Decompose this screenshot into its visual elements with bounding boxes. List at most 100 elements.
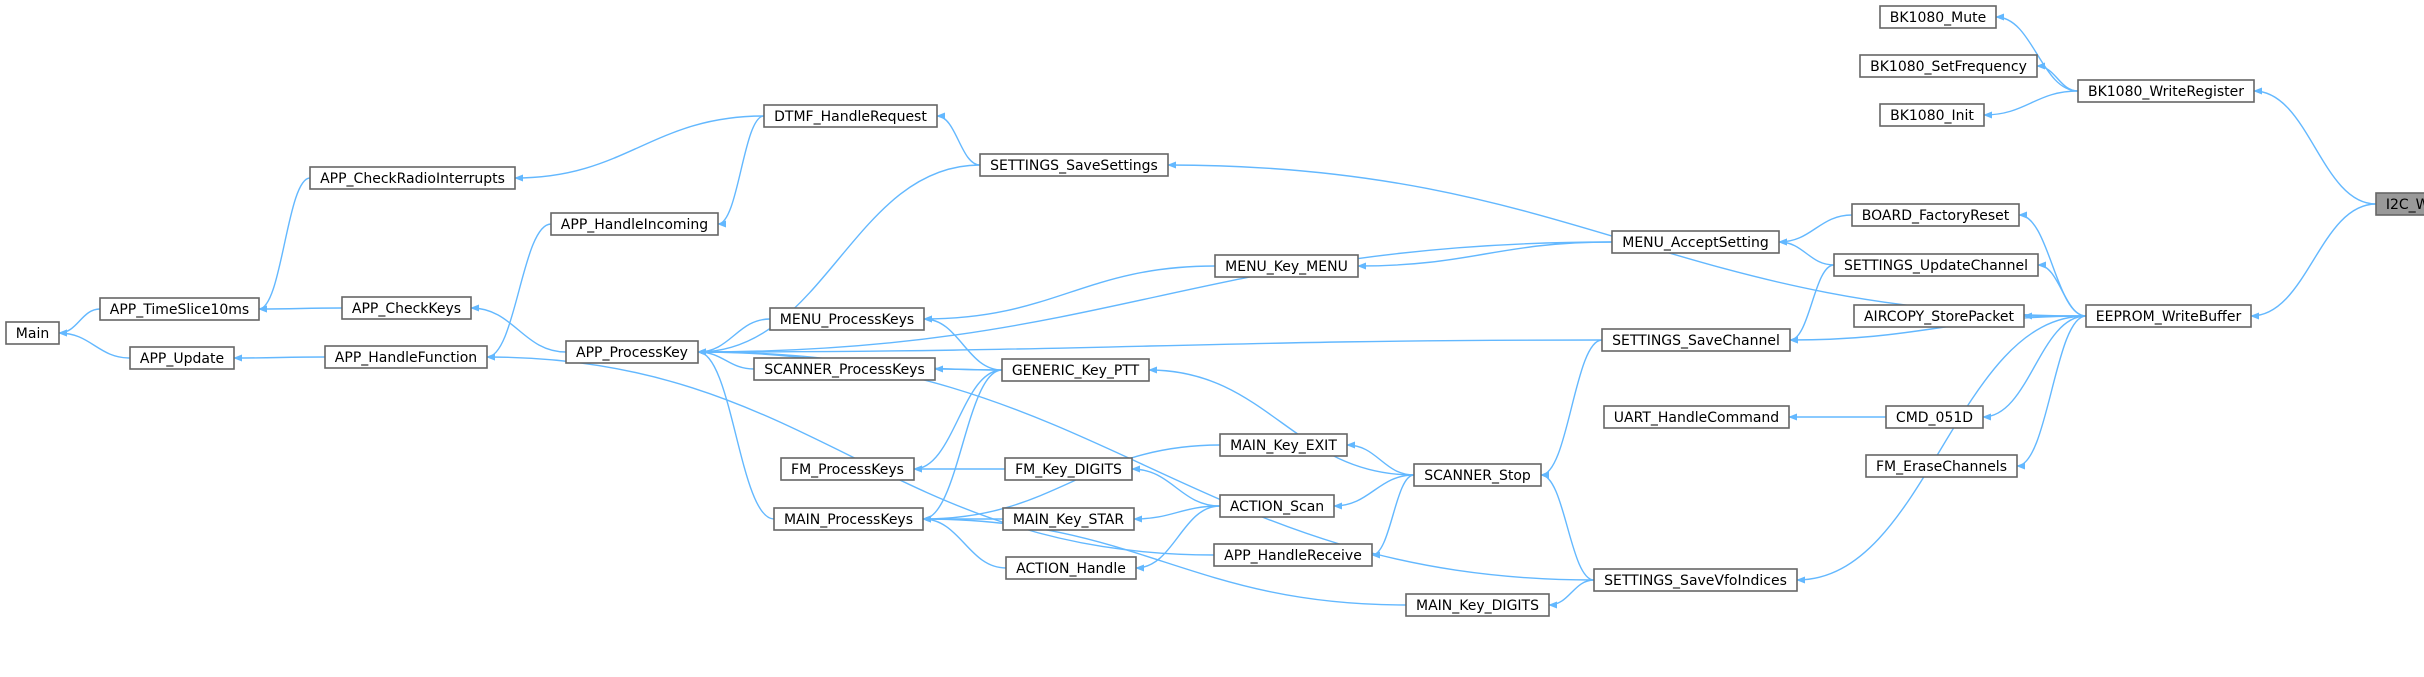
node-label: SETTINGS_SaveSettings [990, 158, 1158, 174]
node-box [1851, 203, 2020, 227]
node-menu-acceptsetting[interactable]: MENU_AcceptSetting [1611, 230, 1780, 254]
node-box [769, 307, 925, 331]
edge-settings_savesettings-to-app_processkey [697, 164, 981, 356]
node-box [324, 345, 488, 369]
node-settings-savesettings[interactable]: SETTINGS_SaveSettings [979, 153, 1169, 177]
node-label: APP_Update [140, 351, 224, 367]
node-scanner-processkeys[interactable]: SCANNER_ProcessKeys [753, 357, 936, 381]
node-label: ACTION_Handle [1016, 561, 1126, 577]
node-main-processkeys[interactable]: MAIN_ProcessKeys [773, 507, 924, 531]
edge-main_processkeys-to-app_processkey [697, 348, 775, 520]
edge-app_handleincoming-to-app_handlefunction [486, 223, 552, 361]
node-box [773, 507, 924, 531]
node-label: UART_HandleCommand [1614, 410, 1779, 426]
node-eeprom-writebuffer[interactable]: EEPROM_WriteBuffer [2085, 304, 2252, 328]
node-settings-updatechannel[interactable]: SETTINGS_UpdateChannel [1833, 253, 2039, 277]
node-label: MAIN_Key_STAR [1013, 512, 1125, 528]
node-bk1080-setfrequency[interactable]: BK1080_SetFrequency [1859, 54, 2038, 78]
node-app-handleincoming[interactable]: APP_HandleIncoming [550, 212, 719, 236]
node-app-checkkeys[interactable]: APP_CheckKeys [341, 296, 472, 320]
edge-settings_savevfoindices-to-scanner_stop [1540, 471, 1595, 581]
node-menu-processkeys[interactable]: MENU_ProcessKeys [769, 307, 925, 331]
node-label: APP_HandleFunction [335, 350, 477, 366]
node-board-factoryreset[interactable]: BOARD_FactoryReset [1851, 203, 2020, 227]
node-box [565, 340, 699, 364]
node-action-handle[interactable]: ACTION_Handle [1005, 556, 1137, 580]
edge-app_handlereceive-to-app_handlefunction [486, 353, 1215, 556]
node-box [1004, 457, 1133, 481]
node-app-handlereceive[interactable]: APP_HandleReceive [1213, 543, 1373, 567]
node-fm-processkeys[interactable]: FM_ProcessKeys [780, 457, 915, 481]
node-label: Main [16, 326, 49, 342]
node-box [1002, 507, 1135, 531]
node-bk1080-mute[interactable]: BK1080_Mute [1879, 5, 1997, 29]
edge-settings_savesettings-to-dtmf_handlerequest [936, 112, 981, 166]
edge-generic_key_ptt-to-menu_processkeys [923, 315, 1003, 371]
node-box [1859, 54, 2038, 78]
node-bk1080-init[interactable]: BK1080_Init [1879, 103, 1985, 127]
edges-layer [58, 13, 2377, 609]
node-dtmf-handlerequest[interactable]: DTMF_HandleRequest [763, 104, 938, 128]
edge-settings_savevfoindices-to-main_key_digits [1548, 579, 1595, 609]
node-label: SCANNER_ProcessKeys [764, 362, 925, 378]
edge-scanner_processkeys-to-app_processkey [697, 348, 755, 370]
edge-generic_key_ptt-to-main_processkeys [922, 369, 1003, 523]
node-app-timeslice10ms[interactable]: APP_TimeSlice10ms [99, 297, 260, 321]
edge-app_processkey-to-app_checkkeys [470, 304, 567, 353]
node-uart-handlecommand[interactable]: UART_HandleCommand [1603, 405, 1790, 429]
node-main-key-digits[interactable]: MAIN_Key_DIGITS [1405, 593, 1550, 617]
node-box [979, 153, 1169, 177]
node-app-update[interactable]: APP_Update [129, 346, 235, 370]
node-main-key-exit[interactable]: MAIN_Key_EXIT [1219, 433, 1348, 457]
node-box [309, 166, 516, 190]
node-app-handlefunction[interactable]: APP_HandleFunction [324, 345, 488, 369]
node-aircopy-storepacket[interactable]: AIRCOPY_StorePacket [1853, 304, 2025, 328]
node-i2c-writebuffer[interactable]: I2C_WriteBuffer [2375, 192, 2424, 216]
node-box [1879, 5, 1997, 29]
node-label: DTMF_HandleRequest [774, 109, 927, 125]
edge-generic_key_ptt-to-fm_processkeys [913, 369, 1003, 473]
node-app-processkey[interactable]: APP_ProcessKey [565, 340, 699, 364]
node-label: MENU_Key_MENU [1225, 259, 1348, 275]
node-scanner-stop[interactable]: SCANNER_Stop [1413, 463, 1542, 487]
edge-scanner_stop-to-generic_key_ptt [1148, 366, 1415, 476]
edge-settings_updatechannel-to-settings_savechannel [1789, 264, 1835, 344]
node-box [550, 212, 719, 236]
node-box [2085, 304, 2252, 328]
node-box [129, 346, 235, 370]
edge-menu_acceptsetting-to-app_processkey [697, 241, 1613, 356]
node-settings-savevfoindices[interactable]: SETTINGS_SaveVfoIndices [1593, 568, 1798, 592]
node-fm-key-digits[interactable]: FM_Key_DIGITS [1004, 457, 1133, 481]
node-label: MAIN_Key_EXIT [1230, 438, 1337, 454]
node-label: APP_HandleReceive [1224, 548, 1362, 564]
node-box [5, 321, 60, 345]
node-main[interactable]: Main [5, 321, 60, 345]
node-label: SETTINGS_SaveVfoIndices [1604, 573, 1787, 589]
node-label: APP_CheckRadioInterrupts [320, 171, 505, 187]
node-box [1865, 454, 2018, 478]
node-main-key-star[interactable]: MAIN_Key_STAR [1002, 507, 1135, 531]
node-menu-key-menu[interactable]: MENU_Key_MENU [1214, 254, 1359, 278]
node-box [1879, 103, 1985, 127]
node-settings-savechannel[interactable]: SETTINGS_SaveChannel [1601, 328, 1791, 352]
edge-settings_updatechannel-to-menu_acceptsetting [1778, 238, 1835, 266]
node-label: BK1080_Init [1890, 108, 1974, 124]
node-generic-key-ptt[interactable]: GENERIC_Key_PTT [1001, 358, 1150, 382]
node-app-checkradiointerrupts[interactable]: APP_CheckRadioInterrupts [309, 166, 516, 190]
node-fm-erasechannels[interactable]: FM_EraseChannels [1865, 454, 2018, 478]
edge-i2c_writebuffer-to-bk1080_writeregister [2253, 87, 2377, 205]
node-box [1853, 304, 2025, 328]
node-box [2077, 79, 2255, 103]
node-box [1601, 328, 1791, 352]
node-cmd-051d[interactable]: CMD_051D [1885, 405, 1984, 429]
node-box [1611, 230, 1780, 254]
edge-app_checkradiointerrupts-to-app_timeslice10ms [258, 177, 311, 313]
edge-dtmf_handlerequest-to-app_handleincoming [717, 115, 765, 228]
edge-board_factoryreset-to-menu_acceptsetting [1778, 214, 1853, 246]
edge-bk1080_writeregister-to-bk1080_init [1983, 90, 2079, 119]
edge-app_checkkeys-to-app_timeslice10ms [258, 305, 343, 313]
node-bk1080-writeregister[interactable]: BK1080_WriteRegister [2077, 79, 2255, 103]
node-action-scan[interactable]: ACTION_Scan [1219, 494, 1335, 518]
edge-action_scan-to-main_key_star [1133, 505, 1221, 523]
